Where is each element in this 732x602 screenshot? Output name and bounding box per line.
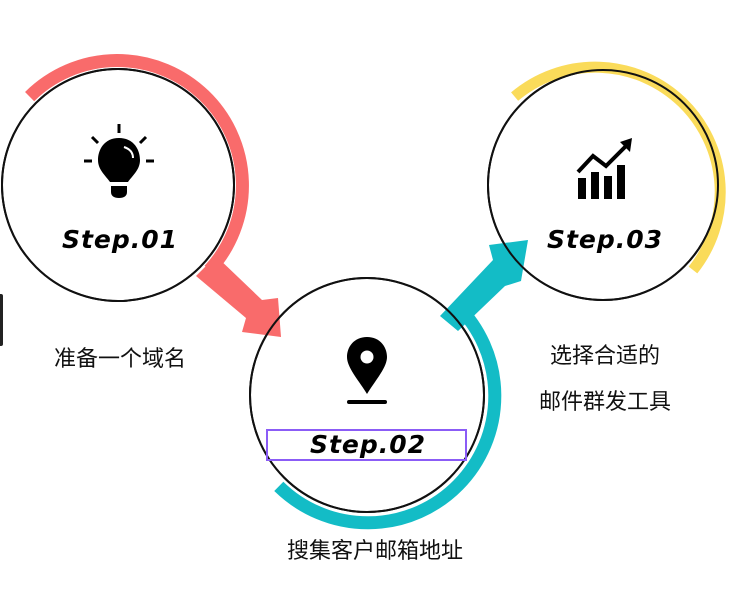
left-edge-element [0,294,3,346]
bar-chart-growth-icon [576,138,632,199]
step1-arc [25,54,249,275]
step3-caption-line1: 选择合适的 [549,344,660,369]
step2-caption: 搜集客户邮箱地址 [286,539,463,564]
map-pin-icon [347,337,387,404]
step3-label: Step.03 [546,225,664,254]
selection-box [266,429,467,461]
lightbulb-icon [84,124,154,198]
step2-arc [274,300,502,530]
step1-arrow [196,256,281,337]
step1-label: Step.01 [61,225,179,254]
step2-arrow [440,240,528,331]
step1-circle [1,68,235,302]
step1-caption: 准备一个域名 [53,347,186,372]
step2-label: Step.02 [309,430,427,459]
step3-caption-line2: 邮件群发工具 [538,390,671,415]
